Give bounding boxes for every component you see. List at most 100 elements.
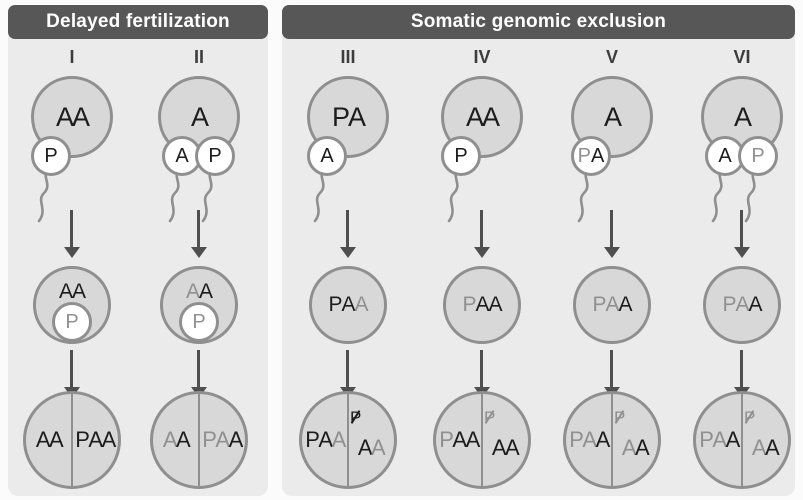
genotype-letter: A xyxy=(176,427,191,452)
genotype-letter: A xyxy=(635,434,650,460)
panel-header-delayed-fertilization: Delayed fertilization xyxy=(8,5,268,39)
genotype-letter: A xyxy=(618,293,633,316)
genotype-letter: A xyxy=(712,427,727,452)
genotype-letter: P xyxy=(331,101,350,132)
genotype-letter: A xyxy=(505,434,520,460)
p-element-genotype: P xyxy=(55,305,89,339)
cell-divider xyxy=(741,394,743,486)
genotype-letter: A xyxy=(621,434,637,460)
eliminated-p-icon: P xyxy=(744,408,756,427)
cell-divider xyxy=(481,394,483,486)
down-arrow-icon xyxy=(603,210,620,258)
column-numeral: II xyxy=(193,47,204,67)
genotype-letter: A xyxy=(318,427,333,452)
genotype-letter: A xyxy=(582,427,597,452)
genotype-letter: A xyxy=(735,293,749,316)
sperm-cell: A xyxy=(307,136,347,176)
eliminated-p-icon: P xyxy=(484,408,496,427)
genotype-letter: A xyxy=(475,293,489,316)
genotype-letter: P xyxy=(454,144,468,167)
cell-divider xyxy=(198,394,200,486)
sperm-genotype: P xyxy=(34,139,68,173)
genotype-letter: P xyxy=(569,427,584,452)
down-arrow-icon xyxy=(733,210,750,258)
genotype-letter: P xyxy=(751,144,765,167)
sperm-genotype: A xyxy=(310,139,344,173)
genotype-letter: P xyxy=(65,310,79,333)
column-numeral: I xyxy=(69,47,75,67)
eliminated-p-icon: P xyxy=(350,408,362,427)
genotype-letter: A xyxy=(603,101,622,132)
p-element-circle: P xyxy=(52,302,92,342)
sperm-cell: P xyxy=(441,136,481,176)
cell-divider xyxy=(347,394,349,486)
genotype-letter: A xyxy=(58,280,73,303)
genotype-letter: A xyxy=(185,280,200,303)
genotype-letter: A xyxy=(591,144,605,167)
down-arrow-icon xyxy=(63,350,80,398)
down-arrow-icon xyxy=(63,210,80,258)
cell-divider xyxy=(611,394,613,486)
column-numeral: V xyxy=(605,47,618,67)
genotype-letter: A xyxy=(88,427,103,452)
genotype-letter: A xyxy=(482,101,500,132)
genotype-letter: A xyxy=(228,427,244,452)
genotype-letter: P xyxy=(699,427,714,452)
genotype-letter: P xyxy=(439,427,454,452)
genotype-letter: P xyxy=(202,427,217,452)
genotype-letter: A xyxy=(348,101,366,132)
sperm-cell: P xyxy=(31,136,71,176)
genotype-letter: A xyxy=(465,101,484,132)
genotype-letter: P xyxy=(328,293,342,316)
sperm-cell: P xyxy=(195,136,235,176)
genotype-letter: A xyxy=(751,434,767,460)
genotype-letter: A xyxy=(101,427,117,452)
egg-genotype: A xyxy=(704,79,780,155)
panel-title: Somatic genomic exclusion xyxy=(410,11,667,32)
genotype-letter: A xyxy=(733,101,752,132)
genotype-letter: A xyxy=(72,280,86,303)
down-arrow-icon xyxy=(339,350,356,398)
cell-divider xyxy=(71,394,73,486)
genotype-letter: A xyxy=(175,144,189,167)
genotype-letter: A xyxy=(72,101,90,132)
genotype-letter: A xyxy=(452,427,467,452)
genotype-letter: P xyxy=(577,144,591,167)
genotype-letter: P xyxy=(75,427,90,452)
genotype-letter: A xyxy=(190,101,209,132)
sperm-genotype: A xyxy=(165,139,199,173)
genotype-letter: P xyxy=(192,310,206,333)
down-arrow-icon xyxy=(473,210,490,258)
sperm-genotype: P xyxy=(741,139,775,173)
genotype-letter: A xyxy=(35,427,51,452)
panel-title: Delayed fertilization xyxy=(46,11,230,32)
